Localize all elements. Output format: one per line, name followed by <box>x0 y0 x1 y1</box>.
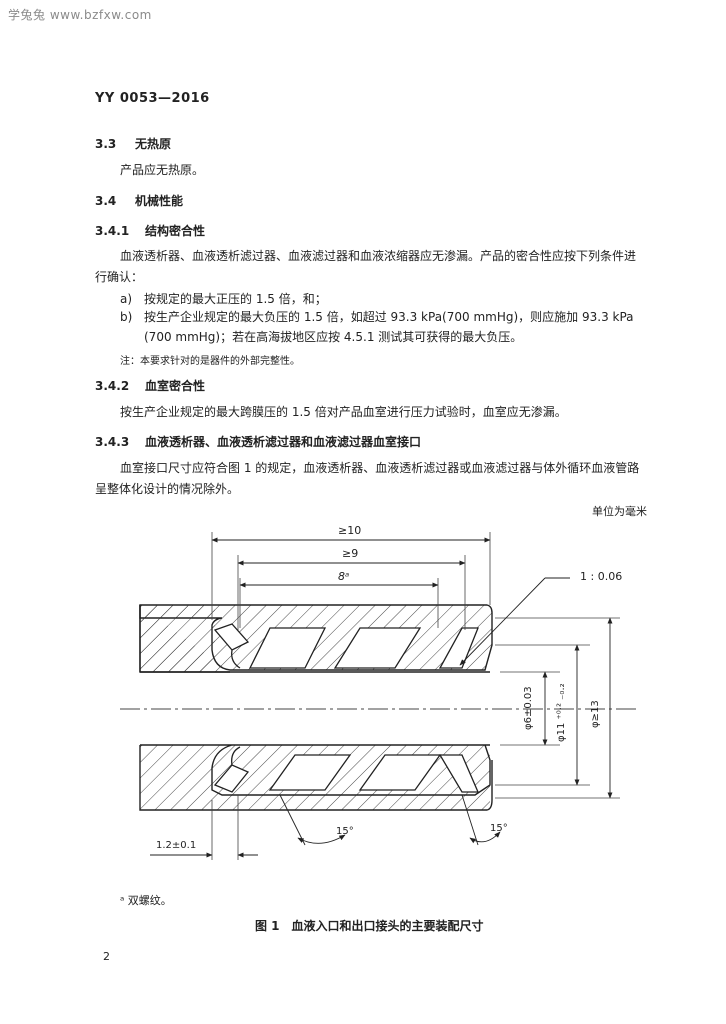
dim-label-top: ≥10 <box>338 524 362 537</box>
section-title: 血室密合性 <box>145 379 206 393</box>
section-number: 3.4.1 <box>95 224 130 238</box>
list-text: 按规定的最大正压的 1.5 倍，和； <box>144 292 327 306</box>
paragraph-line: 行确认： <box>95 270 144 284</box>
bore <box>232 671 490 746</box>
figure-caption: 图 1 血液入口和出口接头的主要装配尺寸 <box>255 919 484 933</box>
unit-note: 单位为毫米 <box>592 505 647 518</box>
standard-code: YY 0053—2016 <box>95 91 210 106</box>
section-number: 3.4.3 <box>95 435 130 449</box>
list-label: b) <box>120 310 133 324</box>
dimension-lines <box>150 537 613 858</box>
dia-outer-label: φ≥13 <box>590 700 601 728</box>
watermark: 学兔兔 www.bzfxw.com <box>8 8 152 22</box>
dia-mid-label: φ11 ⁺⁰·² ₋₀.₂ <box>556 683 567 742</box>
taper-label: 1 : 0.06 <box>580 570 623 583</box>
section-title: 无热原 <box>135 137 172 151</box>
paragraph-line: 血液透析器、血液透析滤过器、血液滤过器和血液浓缩器应无渗漏。产品的密合性应按下列… <box>120 249 637 263</box>
upper-thread <box>213 623 479 669</box>
list-label: a) <box>120 292 133 306</box>
section-number: 3.3 <box>95 137 117 151</box>
section-3-4-2-body: 按生产企业规定的最大跨膜压的 1.5 倍对产品血室进行压力试验时，血室应无渗漏。 <box>120 405 567 419</box>
angle-right-label: 15° <box>490 823 508 834</box>
paragraph-line: 血室接口尺寸应符合图 1 的规定，血液透析器、血液透析滤过器或血液滤过器与体外循… <box>120 461 640 475</box>
note: 注：本要求针对的是器件的外部完整性。 <box>120 356 300 367</box>
lower-thread <box>213 746 479 793</box>
section-3-3-body: 产品应无热原。 <box>120 163 205 177</box>
dim-label-mid: ≥9 <box>342 547 359 560</box>
section-3-4-2-heading: 3.4.2 血室密合性 <box>95 377 205 394</box>
section-title: 结构密合性 <box>145 224 206 238</box>
extension-lines <box>211 532 620 860</box>
section-title: 血液透析器、血液透析滤过器和血液滤过器血室接口 <box>145 435 422 449</box>
footnote: ᵃ 双螺纹。 <box>120 894 172 907</box>
list-item-b: b) 按生产企业规定的最大负压的 1.5 倍，如超过 93.3 kPa(700 m… <box>120 307 634 327</box>
angle-left-label: 15° <box>336 826 354 837</box>
list-item-b-cont: (700 mmHg)；若在高海拔地区应按 4.5.1 测试其可获得的最大负压。 <box>144 330 523 344</box>
chamfer-dim-label: 1.2±0.1 <box>156 840 197 851</box>
section-number: 3.4.2 <box>95 379 130 393</box>
section-3-3-heading: 3.3 无热原 <box>95 135 171 152</box>
section-title: 机械性能 <box>135 194 184 208</box>
section-3-4-heading: 3.4 机械性能 <box>95 192 183 209</box>
list-text: 按生产企业规定的最大负压的 1.5 倍，如超过 93.3 kPa(700 mmH… <box>144 310 634 324</box>
dim-label-thread: 8ᵃ <box>338 570 350 583</box>
list-item-a: a) 按规定的最大正压的 1.5 倍，和； <box>120 289 327 309</box>
section-number: 3.4 <box>95 194 117 208</box>
section-3-4-3-heading: 3.4.3 血液透析器、血液透析滤过器和血液滤过器血室接口 <box>95 433 421 450</box>
page-number: 2 <box>103 950 110 963</box>
section-3-4-1-heading: 3.4.1 结构密合性 <box>95 222 205 239</box>
paragraph-line: 呈整体化设计的情况除外。 <box>95 482 240 496</box>
dia-inner-label: φ6±0.03 <box>523 686 534 730</box>
